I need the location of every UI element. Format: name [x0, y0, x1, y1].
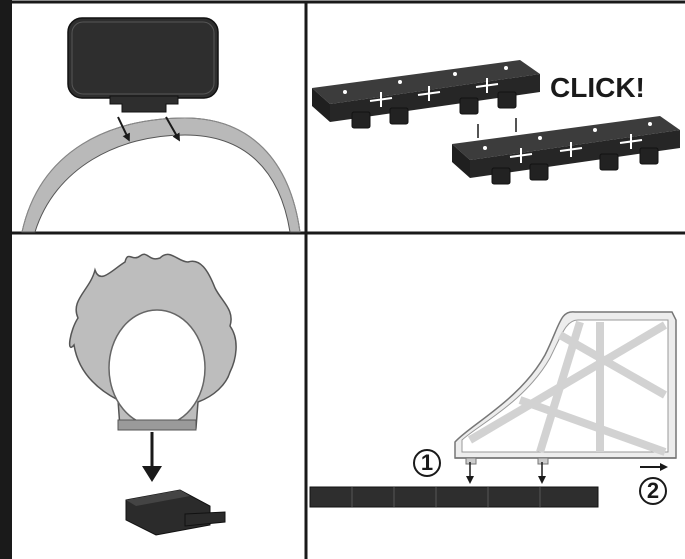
rail [309, 486, 599, 508]
down-arrow-right [165, 116, 180, 142]
arch-band [21, 117, 301, 233]
step-1-circle [413, 449, 441, 477]
headboard-foot [109, 95, 179, 113]
plate-upper [312, 60, 540, 129]
panel-bottom-left [68, 253, 237, 536]
panel-bottom-right [309, 311, 677, 508]
step-2-circle [639, 477, 667, 505]
headboard-panel [67, 17, 219, 99]
step-2-label: 2 [646, 478, 660, 503]
plate-lower [452, 116, 680, 185]
hoop-base [125, 489, 226, 536]
down-arrow-left [117, 116, 130, 142]
panel-top-left [21, 17, 301, 233]
panel-top-right [312, 60, 680, 185]
click-label: CLICK! [550, 72, 645, 103]
step-1-label: 1 [420, 450, 434, 475]
